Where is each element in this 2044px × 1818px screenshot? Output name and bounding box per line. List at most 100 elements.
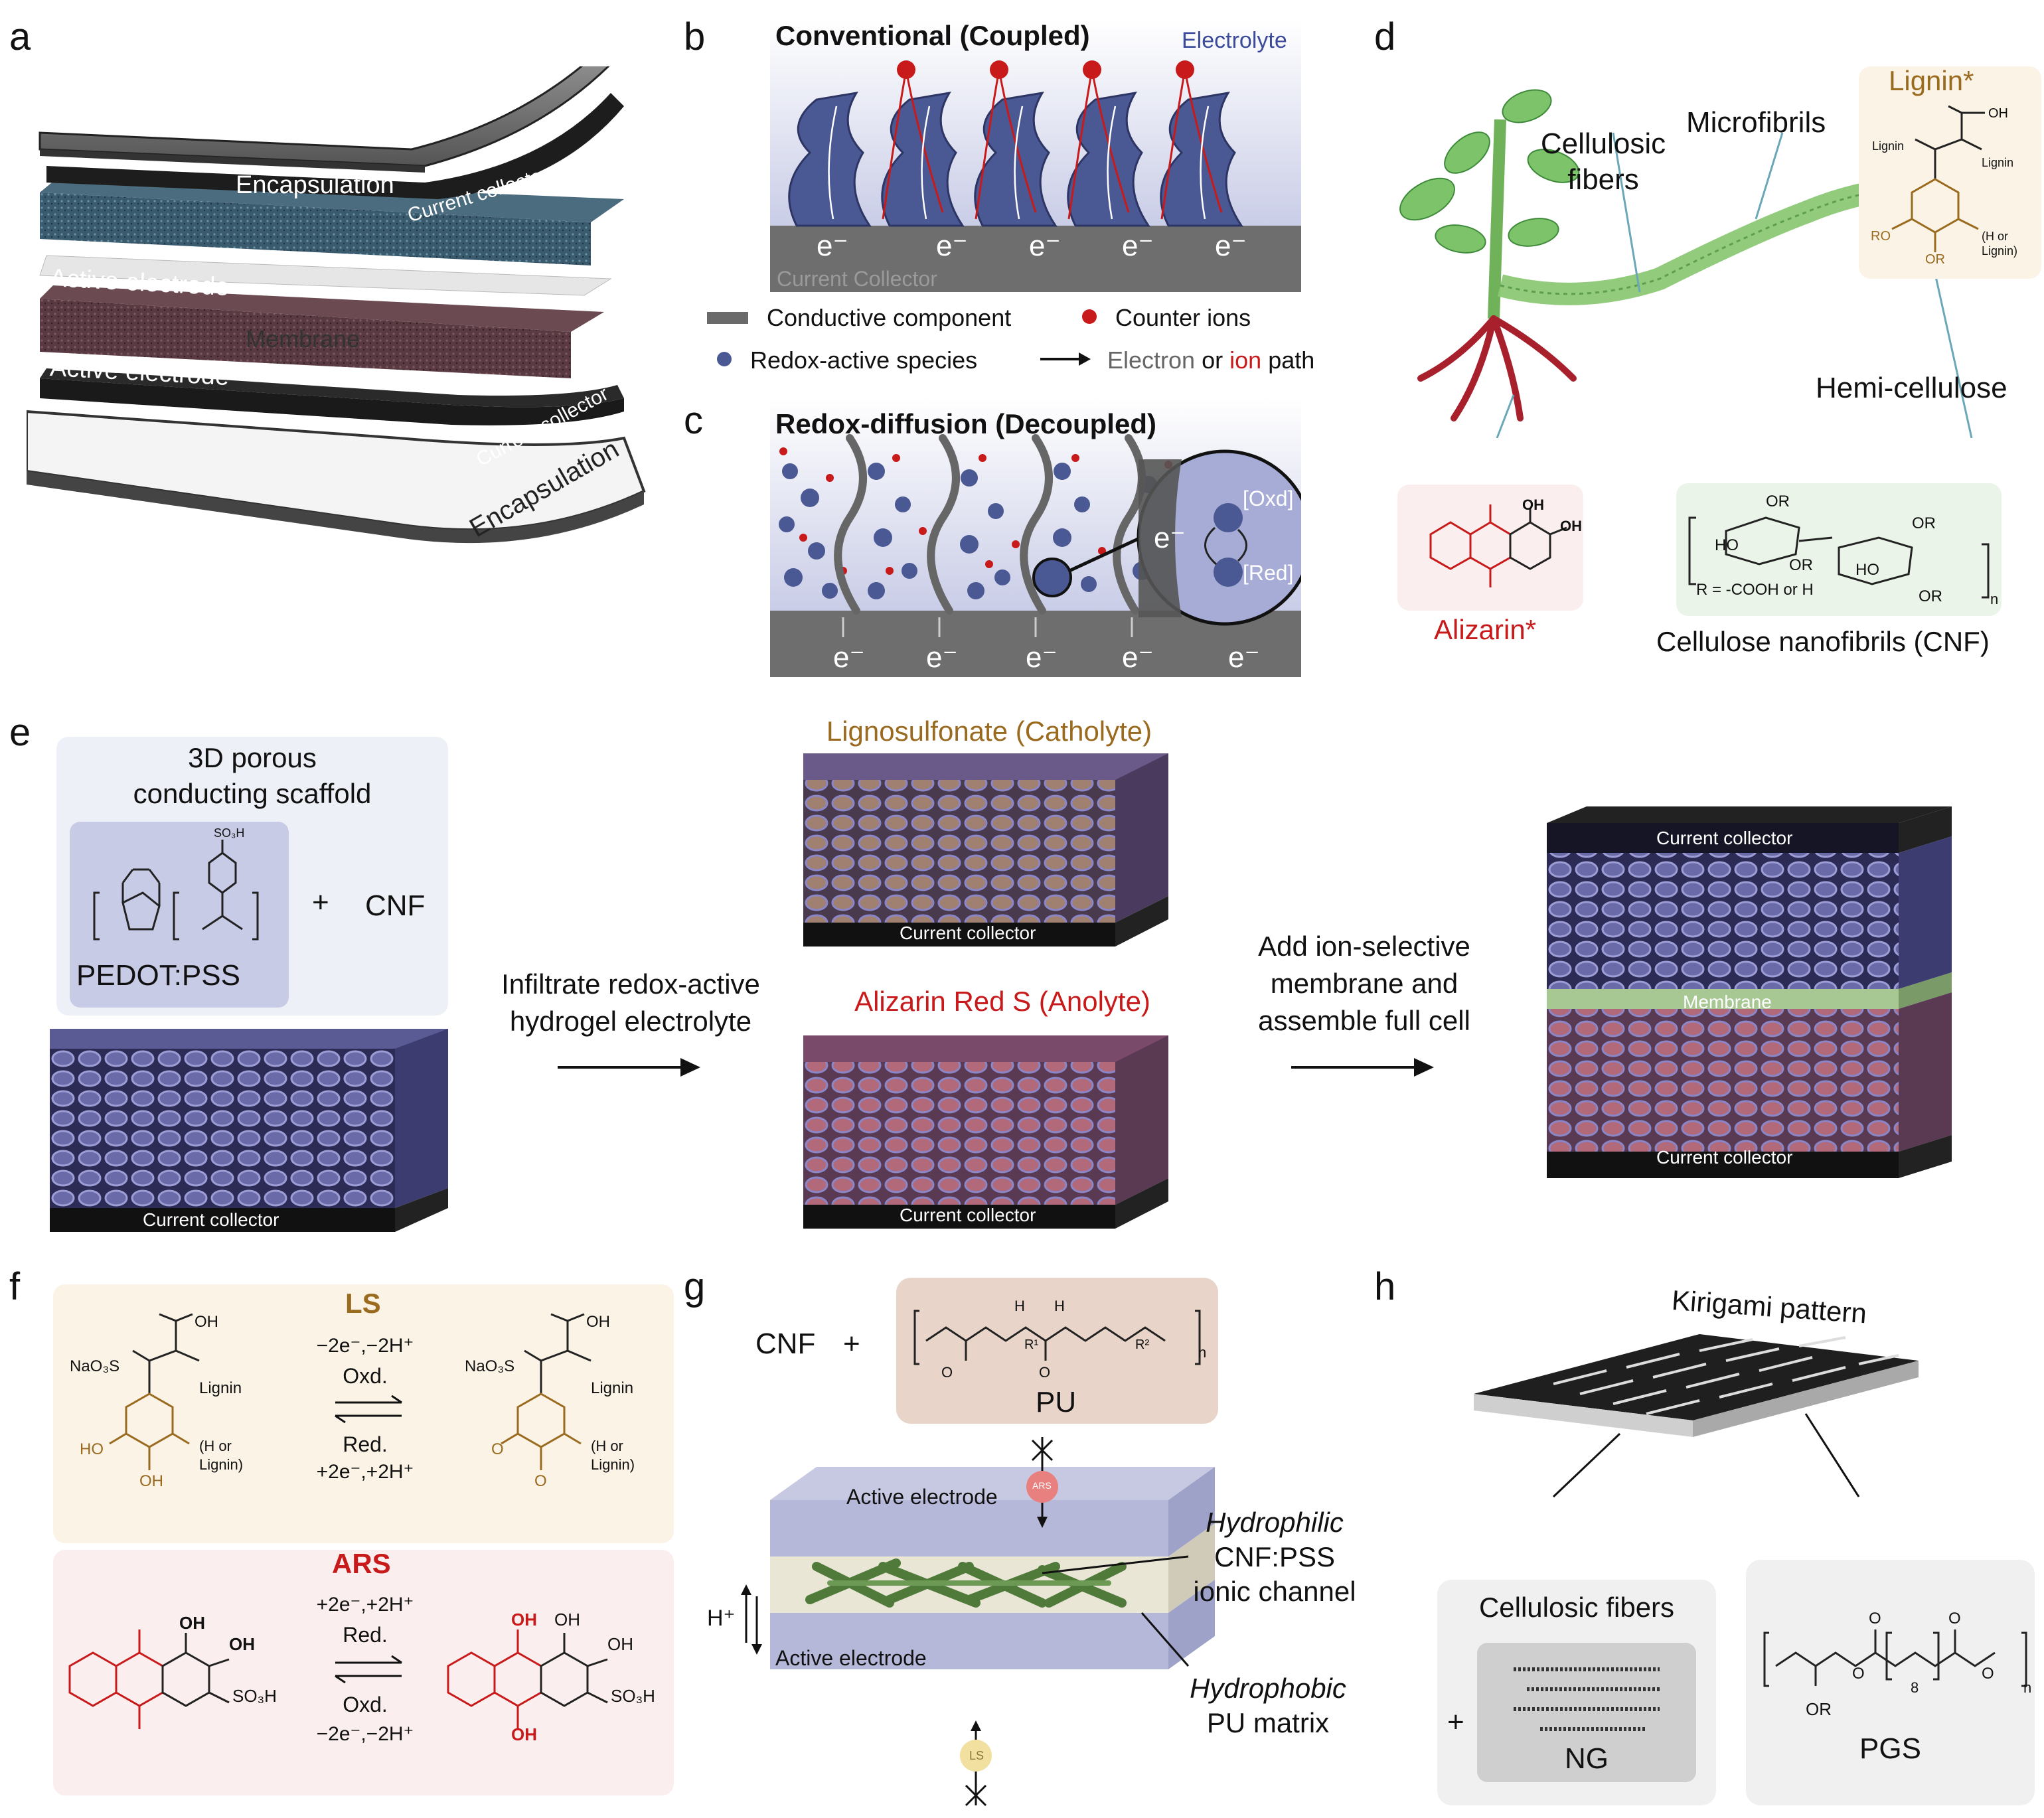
e-full-cell-block <box>1547 806 1952 1178</box>
h-plus: + <box>1447 1706 1464 1738</box>
f-ls2-lignin: Lignin <box>591 1379 634 1397</box>
e-full-membrane: Membrane <box>1683 992 1772 1012</box>
c-electron-1: e⁻ <box>833 641 865 674</box>
panel-a-stack <box>27 66 646 544</box>
g-hplus-arrows-icon <box>741 1584 762 1655</box>
f-ars2-so3h: SO₃H <box>611 1686 655 1706</box>
panel-label-h: h <box>1374 1265 1396 1308</box>
h-pgs-box <box>1746 1560 2035 1805</box>
d-lignin-sub2: Lignin <box>1982 156 2014 169</box>
panel-label-f: f <box>9 1265 21 1308</box>
f-ls2-o2: O <box>534 1472 547 1490</box>
f-ls2-oh: OH <box>586 1313 610 1331</box>
d-cnf-r-def: R = -COOH or H <box>1696 581 1814 599</box>
panel-label-a: a <box>9 15 31 58</box>
g-hplus-label: H⁺ <box>707 1606 736 1631</box>
b-electron-1: e⁻ <box>817 230 848 262</box>
c-red-label: [Red] <box>1243 561 1294 585</box>
b-electron-3: e⁻ <box>1029 230 1061 262</box>
h-kirigami-sheet <box>1474 1334 1919 1498</box>
g-cnf-label: CNF <box>755 1327 816 1360</box>
d-lignin-oh: OH <box>1988 106 2008 121</box>
panel-b-diagram <box>770 20 1301 292</box>
f-ars-equilibrium-arrows <box>335 1655 402 1684</box>
h-ng-fibers-icon <box>1514 1667 1660 1731</box>
b-electron-4: e⁻ <box>1122 230 1154 262</box>
panel-label-c: c <box>684 399 703 442</box>
h-ng-box <box>1477 1643 1696 1782</box>
panel-c-diagram <box>770 398 1301 677</box>
legend-counter-ion-dot <box>1082 309 1097 324</box>
b-collector-label: Current Collector <box>777 267 937 291</box>
g-ars-blocked-icon <box>1026 1437 1058 1528</box>
f-ls1-h-or-lignin: (H or Lignin) <box>199 1438 244 1473</box>
panel-label-e: e <box>9 711 31 754</box>
d-alizarin-label: Alizarin* <box>1434 614 1537 645</box>
h-ng-label: NG <box>1565 1742 1609 1775</box>
g-pu-label: PU <box>1036 1386 1077 1418</box>
e-scaffold-title: 3D porous conducting scaffold <box>133 742 372 809</box>
f-ls-ox: Oxd. <box>343 1364 388 1388</box>
e-pedot-structure <box>93 840 259 941</box>
panel-label-b: b <box>684 15 706 58</box>
f-ls1-ho: HO <box>80 1440 104 1458</box>
legend-electron-word: Electron <box>1107 346 1196 374</box>
h-pgs-or: OR <box>1806 1699 1832 1719</box>
f-ars2-oh2: OH <box>607 1634 633 1654</box>
g-pu-box <box>896 1278 1218 1424</box>
g-callout-lines <box>1042 1555 1190 1667</box>
legend-counter-label: Counter ions <box>1115 304 1251 331</box>
g-pu-r1: R¹ <box>1024 1337 1039 1352</box>
e-full-collector-top: Current collector <box>1656 828 1793 848</box>
g-plus: + <box>843 1327 860 1360</box>
f-ars2-oh1: OH <box>554 1610 580 1629</box>
panel-label-d: d <box>1374 15 1396 58</box>
f-ars-red-top: +2e⁻,+2H⁺ <box>316 1594 414 1616</box>
e-anolyte-label: Alizarin Red S (Anolyte) <box>854 986 1150 1017</box>
d-cnf-structure <box>1688 516 1990 599</box>
h-pgs-o2: O <box>1948 1610 1961 1628</box>
a-label-membrane: Membrane <box>246 325 360 352</box>
c-electron-4: e⁻ <box>1122 641 1154 674</box>
h-pgs-n: n <box>2023 1679 2032 1696</box>
g-channel1: CNF:PSS <box>1214 1541 1336 1572</box>
d-cnf-or1: OR <box>1766 492 1790 510</box>
d-hemicellulose-label: Hemi-cellulose <box>1816 372 2007 404</box>
f-ls-box <box>53 1284 674 1543</box>
f-ars-red: Red. <box>343 1623 388 1647</box>
legend-or-word: or <box>1202 346 1223 374</box>
f-ls1-oh: OH <box>195 1313 218 1331</box>
g-ars-label: ARS <box>1032 1480 1052 1491</box>
b-electron-5: e⁻ <box>1215 230 1247 262</box>
g-pu-h1: H <box>1014 1298 1025 1314</box>
d-alizarin-structure <box>1429 504 1567 587</box>
g-pu-h2: H <box>1054 1298 1065 1314</box>
g-active-bottom: Active electrode <box>775 1646 927 1670</box>
f-ars1-oh2: OH <box>229 1634 255 1654</box>
c-membrane-electron: e⁻ <box>1154 522 1186 554</box>
d-cellulosic-label: Cellulosic fibers <box>1540 127 1666 196</box>
h-pgs-o3: O <box>1852 1665 1865 1683</box>
legend-path-label: Electron or ion path <box>1107 346 1314 374</box>
f-ars-ox: Oxd. <box>343 1693 388 1716</box>
e-arrow-1 <box>558 1058 700 1077</box>
b-title: Conventional (Coupled) <box>775 20 1090 51</box>
d-alizarin-oh2: OH <box>1560 518 1582 534</box>
e-scaffold-block <box>50 1029 448 1232</box>
h-pgs-structure <box>1763 1629 2027 1687</box>
f-ars-ox-bottom: −2e⁻,−2H⁺ <box>316 1723 414 1745</box>
g-hydrophilic: Hydrophilic <box>1206 1507 1344 1538</box>
d-alizarin-oh1: OH <box>1522 496 1544 513</box>
e-step2-text: Add ion-selective membrane and assemble … <box>1258 931 1470 1036</box>
f-ls2-h-or-lignin: (H or Lignin) <box>591 1438 635 1473</box>
g-pu-o2: O <box>1039 1364 1051 1381</box>
e-full-collector-bottom: Current collector <box>1656 1147 1793 1168</box>
legend-arrow-icon <box>1040 352 1091 366</box>
e-arrow-2 <box>1291 1058 1434 1077</box>
c-electron-5: e⁻ <box>1228 641 1260 674</box>
f-ls-reduced-structure <box>109 1313 200 1470</box>
f-ls1-oh-bottom: OH <box>139 1472 163 1490</box>
e-cnf-label: CNF <box>365 889 426 922</box>
f-ls-oxidized-structure <box>501 1313 591 1470</box>
b-electron-2: e⁻ <box>936 230 968 262</box>
